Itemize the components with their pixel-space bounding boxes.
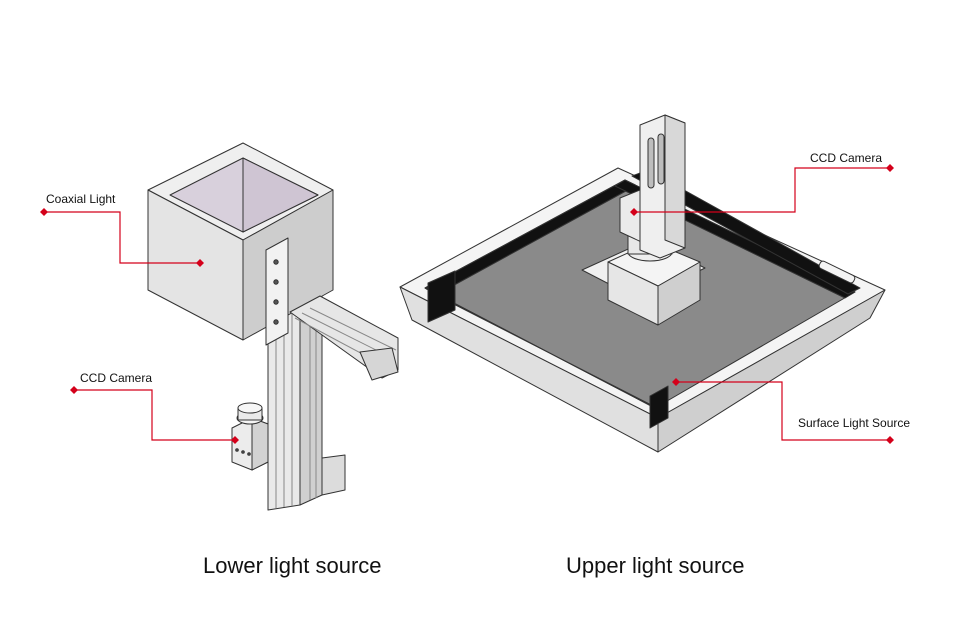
leader-dot-icon — [886, 164, 894, 172]
coaxial-light-label: Coaxial Light — [46, 192, 116, 206]
horizontal-aluminum-profile — [289, 295, 399, 381]
leader-endpoints — [40, 164, 894, 444]
leader-lower-ccd-camera — [74, 389, 235, 441]
lower-ccd-camera-label: CCD Camera — [80, 371, 153, 385]
surface-light-source-label: Surface Light Source — [798, 416, 911, 430]
leader-coaxial-light — [44, 211, 200, 264]
handle-slot-icon — [818, 260, 856, 284]
lower-light-source-illustration — [147, 142, 399, 511]
mounting-plate — [265, 237, 289, 346]
upper-light-source-illustration — [399, 114, 886, 453]
leader-dot-icon — [231, 436, 239, 444]
leader-upper-ccd-camera — [634, 167, 890, 213]
leader-surface-light-source — [676, 381, 890, 441]
lower-light-source-caption: Lower light source — [203, 553, 382, 578]
leader-dot-icon — [40, 208, 48, 216]
leader-dot-icon — [886, 436, 894, 444]
leader-lines — [44, 167, 890, 441]
leader-dot-icon — [70, 386, 78, 394]
leader-dot-icon — [672, 378, 680, 386]
leader-dot-icon — [196, 259, 204, 267]
camera-mount-bracket — [639, 114, 686, 259]
upper-light-source-caption: Upper light source — [566, 553, 745, 578]
lower-ccd-camera — [231, 402, 269, 471]
upper-ccd-camera-label: CCD Camera — [810, 151, 883, 165]
leader-dot-icon — [630, 208, 638, 216]
